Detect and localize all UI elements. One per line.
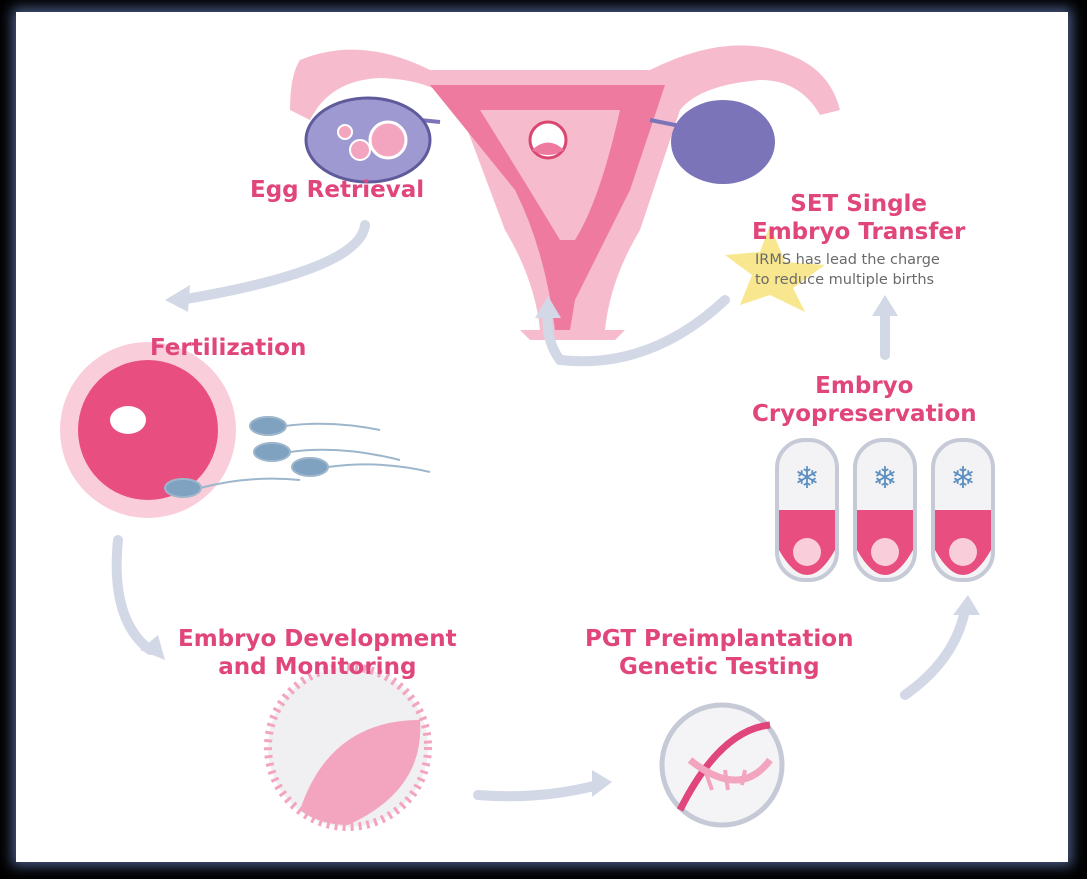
label-line: Cryopreservation bbox=[752, 401, 977, 427]
svg-text:❄: ❄ bbox=[872, 461, 897, 496]
arrow-heads bbox=[140, 285, 980, 797]
label-pgt: PGT Preimplantation Genetic Testing bbox=[585, 625, 854, 681]
left-ovary bbox=[304, 96, 441, 184]
label-set: SET Single Embryo Transfer bbox=[752, 190, 965, 246]
arrow-pgt-to-cryo bbox=[900, 605, 970, 700]
label-line: Embryo Transfer bbox=[752, 219, 966, 245]
label-line: Genetic Testing bbox=[618, 654, 820, 680]
note-line: IRMS has lead the charge bbox=[755, 252, 940, 268]
egg-cell bbox=[60, 342, 236, 518]
tube-2: ❄ bbox=[853, 438, 917, 582]
arrow-egg-to-fertilization bbox=[175, 220, 370, 305]
dna-illustration bbox=[659, 702, 785, 828]
right-ovary bbox=[649, 100, 775, 184]
cryo-tubes: ❄ ❄ ❄ bbox=[775, 438, 995, 582]
label-line: PGT Preimplantation bbox=[585, 626, 854, 652]
label-line: Embryo bbox=[815, 373, 914, 399]
label-line: Embryo Development bbox=[178, 626, 457, 652]
label-embryo-development: Embryo Development and Monitoring bbox=[178, 625, 457, 681]
arrow-development-to-pgt bbox=[473, 780, 603, 802]
label-egg-retrieval: Egg Retrieval bbox=[250, 177, 425, 203]
set-note: IRMS has lead the charge to reduce multi… bbox=[755, 250, 940, 290]
note-line: to reduce multiple births bbox=[755, 272, 935, 288]
label-line: SET Single bbox=[790, 191, 928, 217]
tube-1: ❄ bbox=[775, 438, 839, 582]
blastocyst-illustration bbox=[264, 663, 432, 831]
label-line: and Monitoring bbox=[218, 654, 417, 680]
svg-text:❄: ❄ bbox=[794, 461, 819, 496]
tube-3: ❄ bbox=[931, 438, 995, 582]
svg-text:❄: ❄ bbox=[950, 461, 975, 496]
arrow-set-to-uterus bbox=[542, 295, 730, 367]
cycle-arrows bbox=[111, 220, 970, 802]
sperm-cells bbox=[164, 416, 431, 498]
uterus-illustration bbox=[290, 45, 840, 340]
label-cryopreservation: Embryo Cryopreservation bbox=[752, 372, 977, 428]
star-icon bbox=[725, 225, 825, 312]
label-fertilization: Fertilization bbox=[150, 335, 307, 361]
arrow-fertilization-to-development bbox=[111, 535, 155, 655]
